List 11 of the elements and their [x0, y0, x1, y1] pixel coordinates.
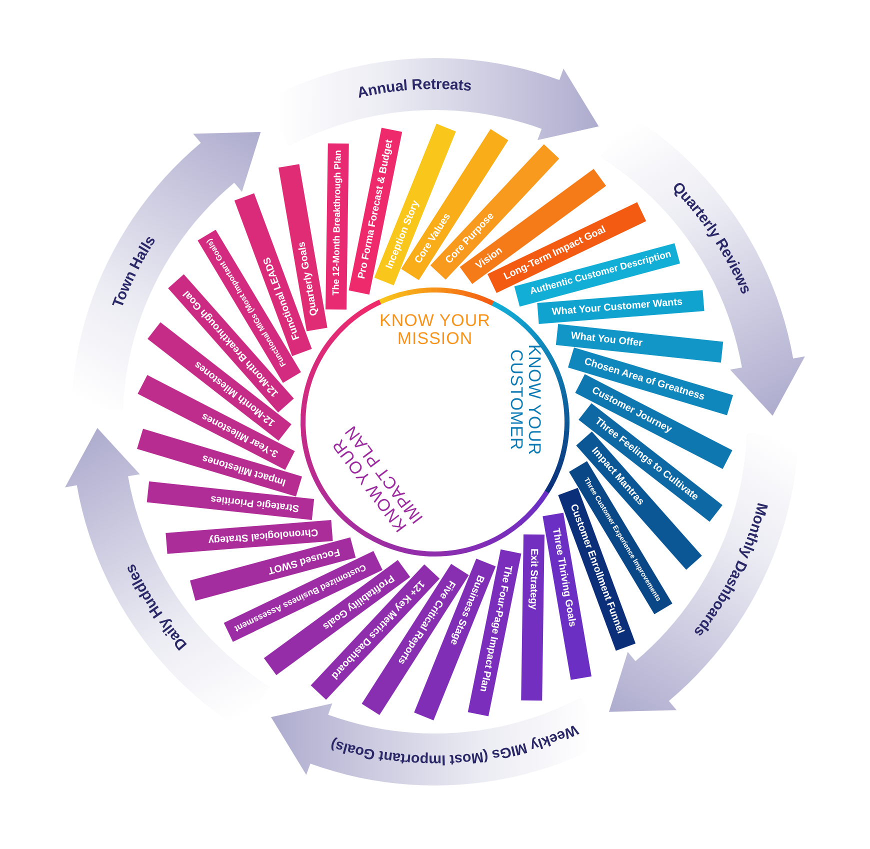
cycle-label: Annual Retreats	[356, 76, 473, 102]
bar-label: What You Offer	[562, 329, 642, 349]
bar-label: The 12-Month Breakthrough Plan	[331, 150, 344, 302]
bar-label: Exit Strategy	[527, 542, 540, 610]
bar-label: Chronological Strategy	[208, 526, 326, 546]
bar-label: Strategic Priorities	[210, 493, 308, 515]
section-title: KNOW YOUR CUSTOMER	[507, 343, 543, 458]
bar-label: Quarterly Goals	[296, 240, 322, 324]
section-title: KNOW YOUR MISSION	[378, 312, 492, 348]
bar-label: What Your Customer Wants	[544, 296, 684, 318]
cycle-label: Weekly MIGs (Most Important Goals)	[328, 721, 580, 768]
